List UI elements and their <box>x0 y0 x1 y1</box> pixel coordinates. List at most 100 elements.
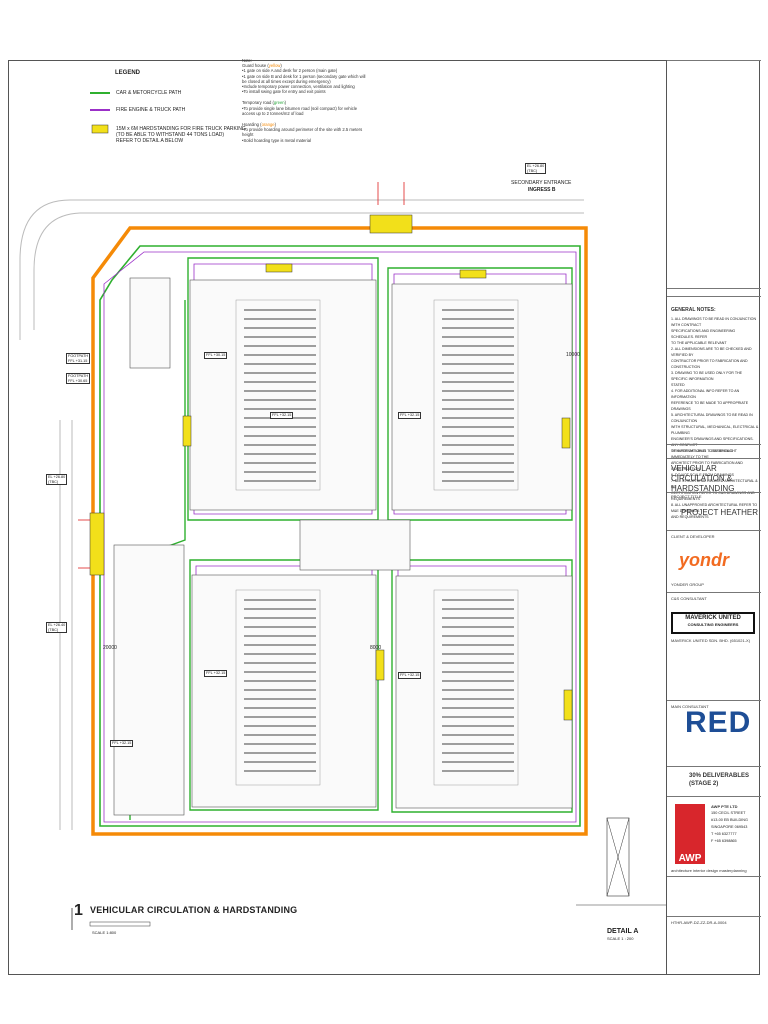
legend-hardstanding-box <box>91 124 109 134</box>
legend-item-fire: FIRE ENGINE & TRUCK PATH <box>116 107 186 113</box>
building-nw <box>189 279 377 511</box>
general-note-line: AND REQUIREMENTS <box>671 515 709 519</box>
hall-grids <box>235 299 519 786</box>
secondary-entrance-label: SECONDARY ENTRANCE <box>511 180 572 186</box>
general-note-line: SPECIFICATIONS AND ENGINEERING SCHEDULES… <box>671 329 736 339</box>
detail-a-title: DETAIL A <box>607 928 639 935</box>
building-sw <box>191 574 377 808</box>
hall-nw-grid <box>235 299 321 491</box>
building-ne <box>391 283 573 511</box>
title-block: GENERAL NOTES: 1. ALL DRAWINGS TO BE REA… <box>666 60 761 975</box>
notes-guardhouse-line-1: •1 gate on side B and desk for 1 person … <box>242 73 366 79</box>
ffl-tag-f: FFL +32.15 <box>270 412 294 419</box>
fire-path-perimeter <box>103 251 577 823</box>
notes-road-title: Temporary road (green) <box>242 100 287 106</box>
building-blocks <box>113 277 573 816</box>
notes-guardhouse-line-3: •Include temporary power connection, ven… <box>242 84 355 90</box>
access-arrows <box>78 182 405 569</box>
dim-20000: 20000 <box>103 645 117 651</box>
ffl-tag-e: FFL +32.15 <box>110 740 134 747</box>
legend-symbols <box>90 92 110 134</box>
legend-item-hardstanding: 15M x 6M HARDSTANDING FOR FIRE TRUCK PAR… <box>116 126 246 132</box>
deliverables: 30% DELIVERABLES(STAGE 2) <box>689 773 750 787</box>
general-note-line: 4. FOR ADDITIONAL INFO REFER TO AN INFOR… <box>671 389 740 399</box>
notes-hoarding-line-2: •Solid hoarding type is metal material <box>242 137 311 143</box>
awp-name: AWP PTE LTD <box>711 804 738 809</box>
general-note-line: TO THE APPLICABLE RELEVANT <box>671 341 727 345</box>
general-note-line: 8. ALL UNAPPROVED ARCHITECTURAL REFER TO… <box>671 503 758 513</box>
awp-address-line: F +65 6398865 <box>711 839 737 843</box>
guardhouse-west <box>89 512 105 576</box>
general-note-line: REFERENCE TO BE MADE TO APPROPRIATE DRAW… <box>671 401 749 411</box>
sheet-title: VEHICULAR CIRCULATION & HARDSTANDING <box>671 464 735 493</box>
road-edge-inner <box>33 212 584 271</box>
hardstanding-1 <box>265 263 293 273</box>
general-notes-list: 1. ALL DRAWINGS TO BE READ IN CONJUNCTIO… <box>671 316 759 520</box>
hardstanding-3 <box>182 415 192 447</box>
hall-sw-grid <box>235 589 321 786</box>
building-central-spine <box>299 519 411 571</box>
notes-hoarding-line-1: height <box>242 132 254 138</box>
site-plan-drawing <box>19 182 666 930</box>
awp-address-line: #13-00 EB BUILDING <box>711 818 748 822</box>
general-note-line: WITH STRUCTURAL, MECHANICAL, ELECTRICAL … <box>671 425 759 435</box>
detail-a-frame <box>606 817 630 897</box>
hardstanding-2 <box>459 269 487 279</box>
notes-hoarding-line-0: •To provide hoarding around perimeter of… <box>242 127 363 133</box>
dim-8000: 8000 <box>370 645 382 651</box>
ffl-tag-c: FFL +32.15 <box>204 670 228 677</box>
hall-ne-grid <box>433 299 519 491</box>
awp-address-line: T +65 6327777 <box>711 832 737 836</box>
cs-consultant-label: C&S CONSULTANT <box>671 596 707 601</box>
drawing-scale: SCALE 1:800 <box>92 930 117 935</box>
client-label: CLIENT & DEVELOPER <box>671 534 715 539</box>
general-note-line: CONTRACTOR PRIOR TO FABRICATION AND CONS… <box>671 359 748 369</box>
general-note-line: ENGINEER'S DRAWINGS AND SPECIFICATIONS. … <box>671 437 754 447</box>
legend-item-car: CAR & METORCYCLE PATH <box>116 90 182 96</box>
road-block-ne <box>387 267 573 521</box>
dim-10000: 10000 <box>566 352 580 358</box>
drawing-sheet-border <box>8 60 760 975</box>
detail-a-scale: SCALE 1 : 200 <box>607 936 634 941</box>
ffl-tag-b: FFL +32.15 <box>398 412 422 419</box>
main-consultant-label: MAIN CONSULTANT <box>671 704 709 709</box>
general-note-line: 1. ALL DRAWINGS TO BE READ IN CONJUNCTIO… <box>671 317 757 327</box>
hoarding-perimeter <box>91 226 588 836</box>
road-perimeter-green <box>99 245 581 827</box>
road-edge-outer <box>19 199 584 261</box>
drawing-title: VEHICULAR CIRCULATION & HARDSTANDING <box>90 905 298 915</box>
notes-heading: Note: <box>242 58 253 63</box>
site-notes: Note: Guard house (yellow) •1 gate on si… <box>242 58 382 143</box>
ffl-tag-d: FFL +32.15 <box>398 672 422 679</box>
notes-guardhouse-line-4: •To install swing gate for entry and exi… <box>242 89 326 95</box>
building-nw-gate <box>129 277 171 369</box>
guardhouse-north <box>369 214 413 234</box>
rack-rows <box>244 309 514 772</box>
general-notes-heading: GENERAL NOTES: <box>671 307 716 313</box>
maverick-name: MAVERICK UNITED SDN. BHD. (651021-X) <box>671 638 751 643</box>
general-note-line: STATED <box>671 383 685 387</box>
general-note-line: ARCHITECT PRIOR TO FABRICATION AND CONST… <box>671 461 743 471</box>
road-block-se <box>391 559 573 813</box>
general-note-line: 5. ARCHITECTURAL DRAWINGS TO BE READ IN … <box>671 413 753 423</box>
general-note-line: REQUIREMENTS <box>671 497 700 501</box>
notes-hoarding-title: Hoarding (orange) <box>242 122 277 128</box>
project-label: PROJECT TITLE <box>671 494 702 499</box>
yondr-logo: yondr <box>679 550 730 570</box>
building-se <box>395 575 573 809</box>
hardstanding-areas <box>89 214 573 721</box>
project-name: PROJECT HEATHER <box>681 508 759 517</box>
awp-address-line: 150 CECIL STREET <box>711 811 746 815</box>
legend-item-hardstanding-2: (TO BE ABLE TO WITHSTAND 44 TONS LOAD) <box>116 132 225 138</box>
general-note-line: OF INFORMATION IS TO BE BROUGHT IMMEDIAT… <box>671 449 737 459</box>
tenure-label: TENURE OF LAND LEASEHOLD <box>671 448 734 453</box>
drawing-number-marker: 1 <box>74 902 83 919</box>
el-left-tag: EL +26.80(TBC) <box>46 474 68 486</box>
ingress-b-label: INGRESS B <box>528 187 556 193</box>
notes-guardhouse-line-2: be closed at all times except during eme… <box>242 78 331 84</box>
red-logo: RED <box>685 706 752 739</box>
